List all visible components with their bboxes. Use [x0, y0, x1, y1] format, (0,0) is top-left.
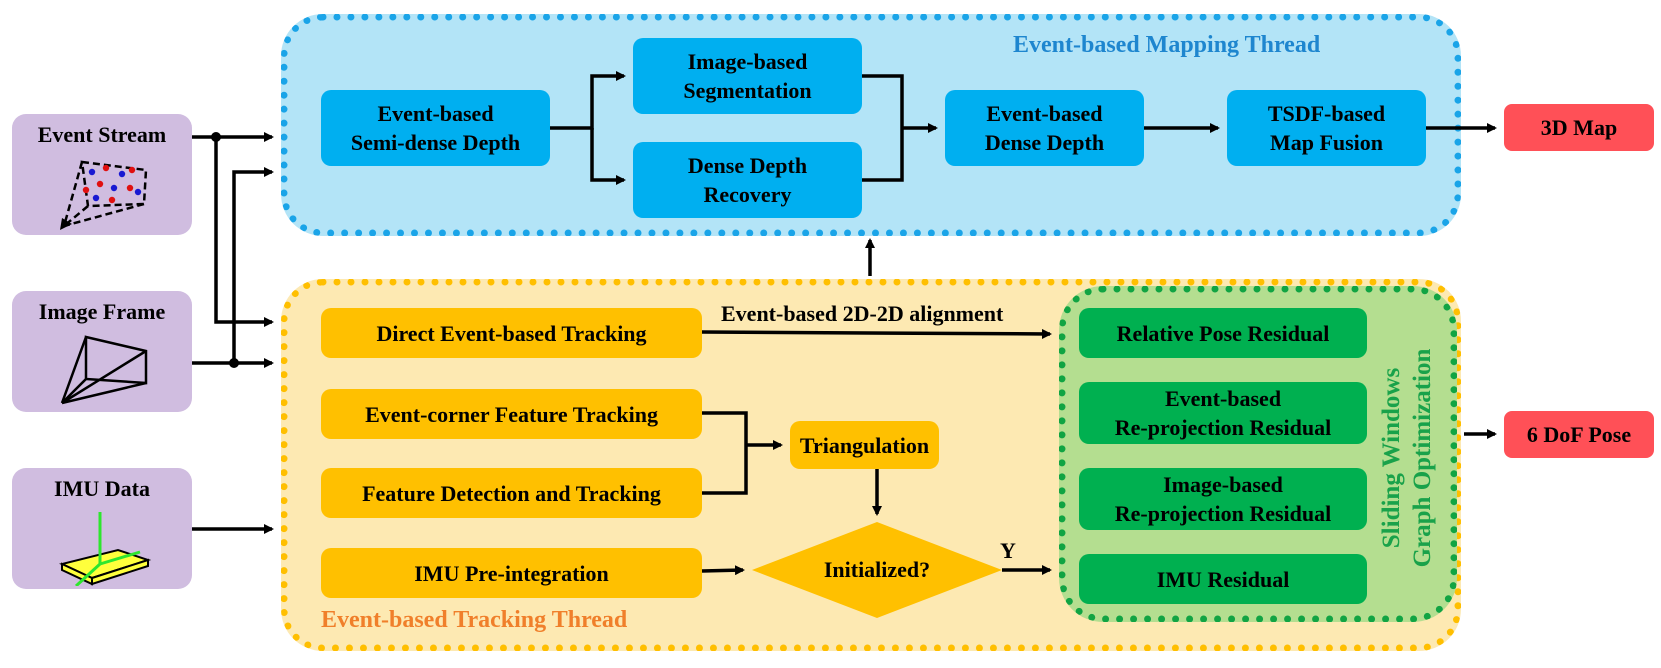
event-camera-icon: [60, 160, 148, 230]
tracking-thread-title: Event-based Tracking Thread: [321, 607, 628, 633]
event-corner-tracking-node: Event-corner Feature Tracking: [321, 389, 702, 439]
feature-detection-tracking-node: Feature Detection and Tracking: [321, 468, 702, 518]
3d-map-output-node: 3D Map: [1504, 104, 1654, 151]
triangulation-node: Triangulation: [790, 421, 939, 469]
initialized-decision-node: Initialized?: [752, 522, 1002, 618]
dense-depth-recovery-node: Dense Depth Recovery: [633, 142, 862, 218]
direct-tracking-node: Direct Event-based Tracking: [321, 308, 702, 358]
image-reprojection-residual-node: Image-based Re-projection Residual: [1079, 468, 1367, 530]
event-stream-node: Event Stream: [12, 114, 192, 235]
alignment-edge-label: Event-based 2D-2D alignment: [721, 301, 1004, 326]
semi-dense-depth-node: Event-based Semi-dense Depth: [321, 90, 550, 166]
imu-sensor-icon: [59, 512, 152, 586]
imu-residual-node: IMU Residual: [1079, 554, 1367, 604]
image-frame-label: Image Frame: [38, 299, 166, 324]
relative-pose-residual-node: Relative Pose Residual: [1079, 308, 1367, 358]
edge-image-to-mapping: [232, 167, 274, 363]
mapping-thread-title: Event-based Mapping Thread: [1013, 32, 1321, 58]
yes-edge-label: Y: [1000, 538, 1016, 563]
camera-frustum-icon: [60, 335, 148, 405]
imu-data-label: IMU Data: [54, 476, 150, 501]
imu-data-node: IMU Data: [12, 468, 192, 589]
event-reprojection-residual-node: Event-based Re-projection Residual: [1079, 382, 1367, 444]
image-frame-node: Image Frame: [12, 291, 192, 412]
segmentation-node: Image-based Segmentation: [633, 38, 862, 114]
imu-preintegration-node: IMU Pre-integration: [321, 548, 702, 598]
initialized-label: Initialized?: [823, 557, 931, 582]
tsdf-map-fusion-node: TSDF-based Map Fusion: [1227, 90, 1426, 166]
sliding-window-title: Sliding Windows Graph Optimization: [1378, 348, 1436, 568]
6dof-pose-output-node: 6 DoF Pose: [1504, 411, 1654, 458]
event-stream-label: Event Stream: [37, 122, 167, 147]
dense-depth-node: Event-based Dense Depth: [945, 90, 1144, 166]
edge-event-to-tracking: [214, 137, 274, 327]
